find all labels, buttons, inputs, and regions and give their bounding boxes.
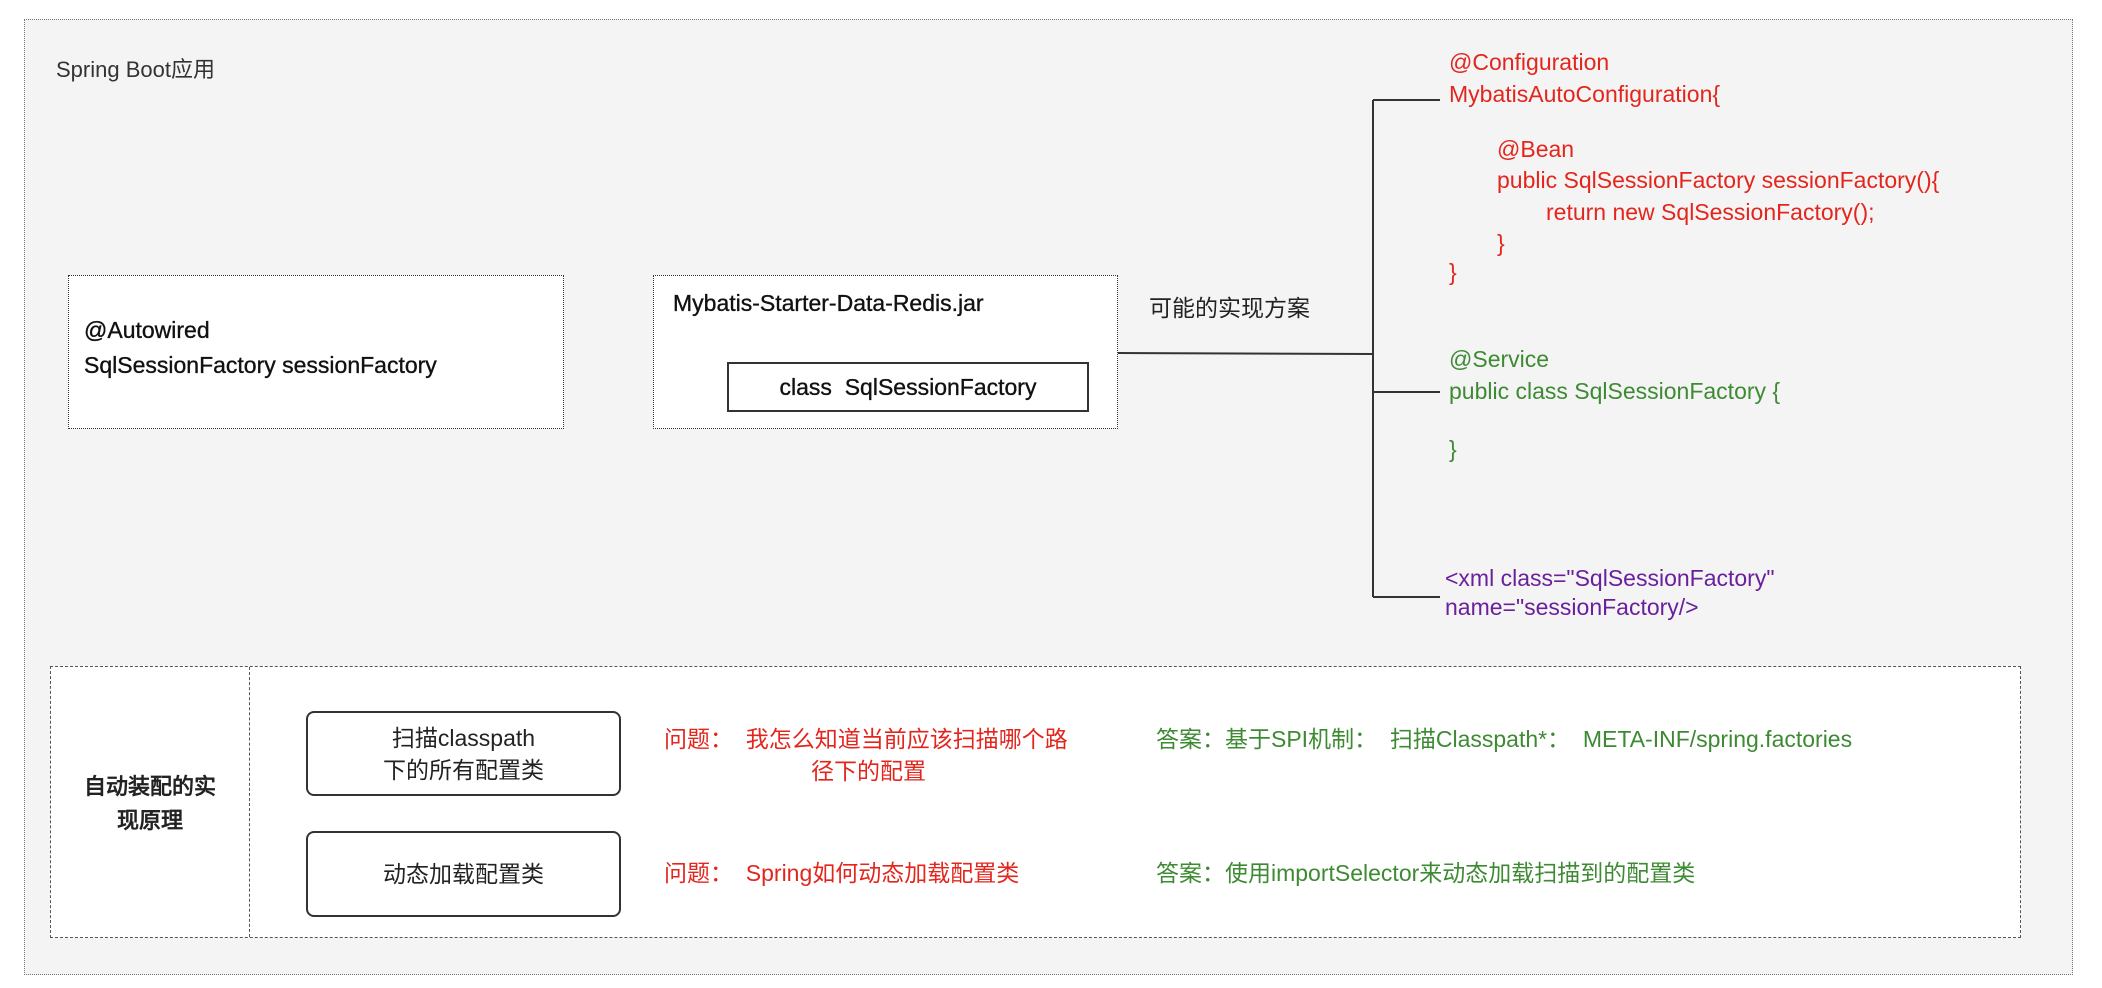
step-label: 扫描classpath [391, 724, 536, 751]
principle-title-line: 现原理 [116, 808, 183, 833]
service-line: public class SqlSessionFactory { [1449, 378, 1781, 404]
answer-scan: 答案：基于SPI机制： 扫描Classpath*： META-INF/sprin… [1156, 726, 1853, 752]
jar-title: Mybatis-Starter-Data-Redis.jar [673, 290, 984, 316]
question-scan-cont: 径下的配置 [811, 758, 926, 784]
config-line: return new SqlSessionFactory(); [1546, 199, 1875, 225]
autowired-annotation: @Autowired [84, 317, 210, 343]
jar-connector [1117, 352, 1374, 355]
principle-title-line: 自动装配的实 [83, 774, 216, 799]
step-scan-classpath: 扫描classpath 下的所有配置类 [306, 711, 621, 796]
consumer-box [68, 275, 564, 429]
config-line: public SqlSessionFactory sessionFactory(… [1497, 167, 1940, 193]
step-label: 下的所有配置类 [383, 756, 544, 783]
answer-load: 答案：使用importSelector来动态加载扫描到的配置类 [1156, 860, 1696, 886]
jar-class-box: class SqlSessionFactory [727, 362, 1089, 412]
config-line: MybatisAutoConfiguration{ [1449, 81, 1721, 107]
config-line: @Bean [1497, 136, 1575, 162]
jar-class-label: class SqlSessionFactory [779, 374, 1037, 400]
xml-line: name="sessionFactory/> [1445, 594, 1699, 620]
question-scan: 问题： 我怎么知道当前应该扫描哪个路 [664, 726, 1068, 752]
xml-line: <xml class="SqlSessionFactory" [1445, 565, 1775, 591]
service-line: @Service [1449, 346, 1550, 372]
edge-label: 可能的实现方案 [1149, 295, 1310, 321]
question-load: 问题： Spring如何动态加载配置类 [664, 860, 1020, 886]
service-line: } [1449, 436, 1457, 462]
config-line: } [1449, 259, 1457, 285]
principle-title: 自动装配的实 现原理 [52, 770, 248, 838]
config-line: @Configuration [1449, 49, 1610, 75]
principle-divider [249, 667, 250, 937]
step-dynamic-load: 动态加载配置类 [306, 831, 621, 917]
config-line: } [1497, 230, 1505, 256]
step-label: 动态加载配置类 [383, 861, 544, 887]
session-factory-field: SqlSessionFactory sessionFactory [84, 352, 437, 378]
app-title: Spring Boot应用 [56, 57, 215, 82]
